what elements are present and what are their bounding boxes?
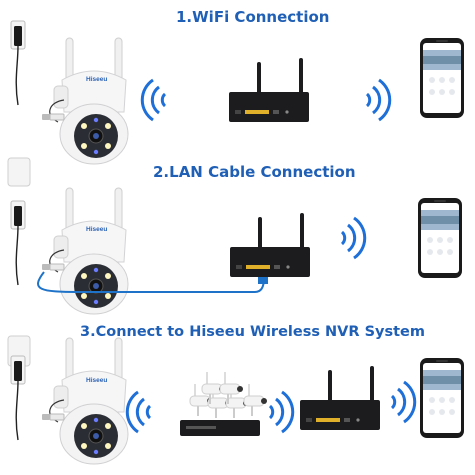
wifi-wave-icon xyxy=(125,390,152,434)
router-icon xyxy=(230,213,310,277)
heading-lan-connection: 2.LAN Cable Connection xyxy=(153,163,356,181)
camera-brand-label: Hiseeu xyxy=(86,377,107,384)
smartphone-icon xyxy=(418,198,462,278)
wifi-wave-icon xyxy=(140,78,167,122)
smartphone-icon xyxy=(420,358,464,438)
ptz-camera-icon xyxy=(41,187,129,315)
smartphone-icon xyxy=(420,38,464,118)
power-adapter-icon xyxy=(10,200,26,286)
row-nvr: Hiseeu xyxy=(7,335,464,465)
power-adapter-icon xyxy=(10,355,26,441)
power-adapter-icon xyxy=(10,20,26,106)
heading-nvr-connection: 3.Connect to Hiseeu Wireless NVR System xyxy=(80,324,426,340)
ptz-camera-icon xyxy=(41,37,129,165)
row-wifi: Hiseeu xyxy=(10,20,464,165)
wifi-wave-icon xyxy=(340,216,367,260)
router-icon xyxy=(300,366,380,430)
wifi-wave-icon xyxy=(365,78,392,122)
wifi-wave-icon xyxy=(268,390,295,434)
lan-cable xyxy=(37,271,265,293)
row-lan: Hiseeu xyxy=(7,157,462,315)
nvr-kit-icon xyxy=(180,371,268,436)
heading-wifi-connection: 1.WiFi Connection xyxy=(176,8,330,26)
camera-brand-label: Hiseeu xyxy=(86,226,107,233)
camera-brand-label: Hiseeu xyxy=(86,76,107,83)
wifi-wave-icon xyxy=(390,380,417,424)
router-icon xyxy=(229,58,309,122)
ptz-camera-icon xyxy=(41,337,129,465)
